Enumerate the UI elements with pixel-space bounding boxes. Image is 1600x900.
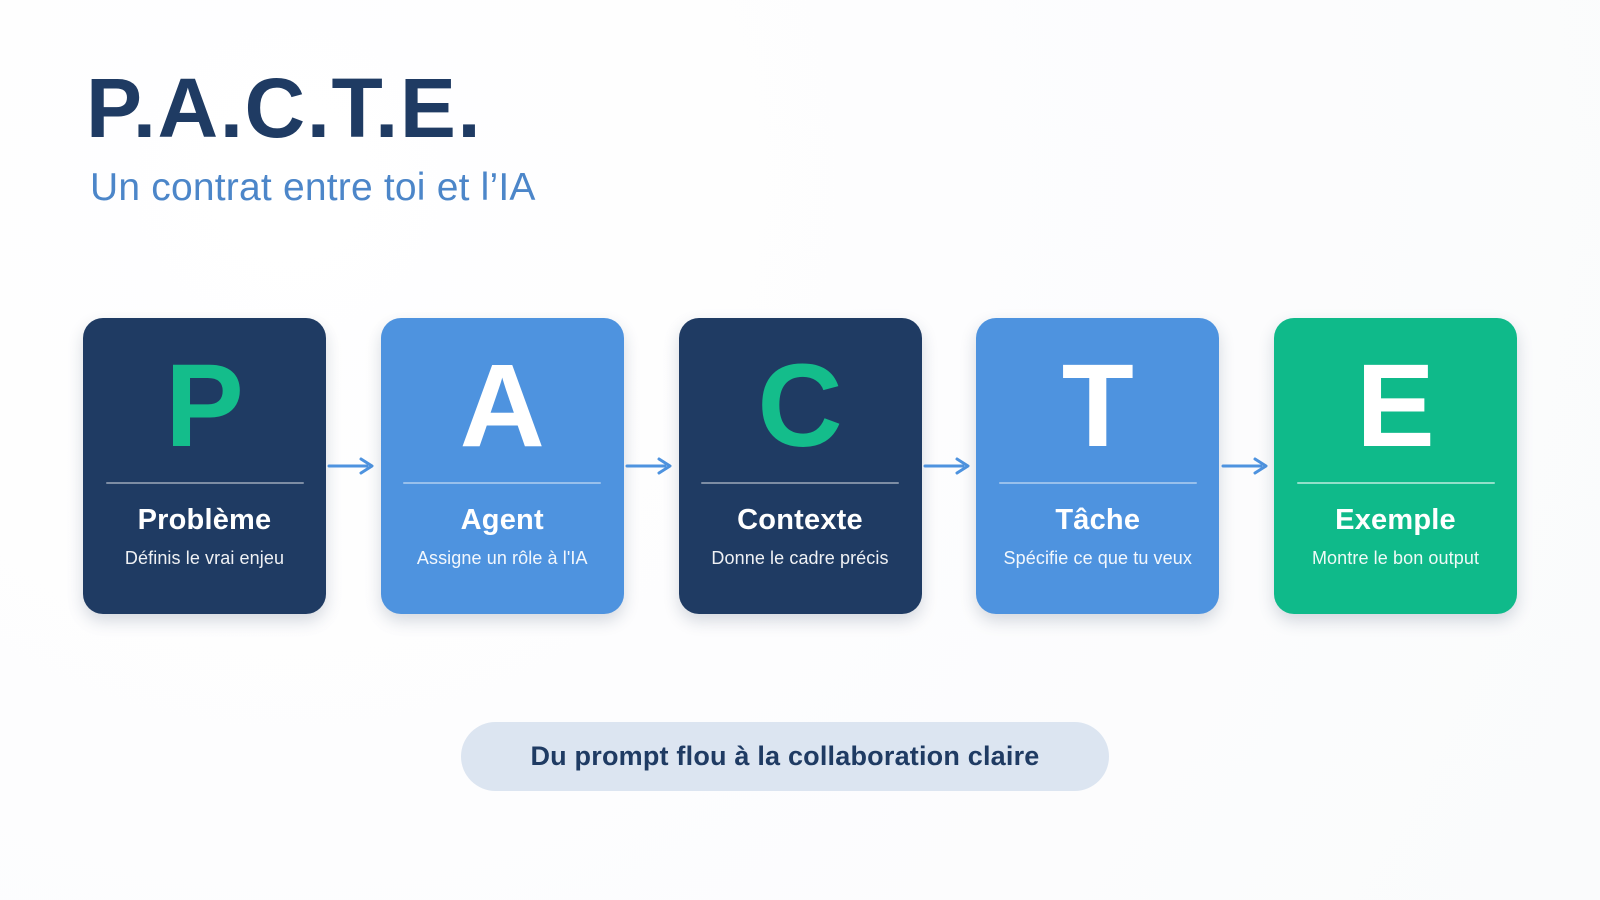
arrow-right-icon-3 (922, 318, 977, 614)
card-divider (1296, 482, 1495, 484)
card-title-exemple: Exemple (1335, 504, 1456, 536)
card-letter-a: A (459, 340, 545, 472)
arrow-right-icon-4 (1219, 318, 1274, 614)
arrow-right-icon-1 (326, 318, 381, 614)
card-title-tache: Tâche (1055, 504, 1141, 536)
header-block: P.A.C.T.E. Un contrat entre toi et l’IA (86, 66, 536, 207)
card-desc-agent: Assigne un rôle à l'IA (416, 548, 588, 568)
card-title-contexte: Contexte (737, 504, 863, 536)
page-subtitle: Un contrat entre toi et l’IA (90, 166, 536, 209)
card-letter-c: C (757, 340, 843, 472)
card-divider (998, 482, 1197, 484)
card-title-agent: Agent (460, 504, 544, 536)
card-desc-tache: Spécifie ce que tu veux (1003, 548, 1192, 568)
pacte-card-tache[interactable]: T Tâche Spécifie ce que tu veux (976, 318, 1220, 614)
card-desc-contexte: Donne le cadre précis (711, 548, 889, 568)
card-divider (701, 482, 899, 484)
pacte-card-contexte[interactable]: C Contexte Donne le cadre précis (678, 318, 922, 614)
card-letter-t: T (1061, 340, 1134, 472)
pacte-card-agent[interactable]: A Agent Assigne un rôle à l'IA (380, 318, 624, 614)
footer-tagline-pill: Du prompt flou à la collaboration claire (461, 722, 1109, 791)
card-desc-exemple: Montre le bon output (1311, 548, 1480, 568)
pacte-card-exemple[interactable]: E Exemple Montre le bon output (1274, 318, 1517, 614)
card-letter-e: E (1356, 340, 1435, 472)
card-title-probleme: Problème (137, 504, 272, 536)
page-title: P.A.C.T.E. (86, 61, 483, 155)
card-desc-probleme: Définis le vrai enjeu (124, 548, 285, 568)
pacte-card-probleme[interactable]: P Problème Définis le vrai enjeu (83, 318, 326, 614)
card-divider (403, 482, 602, 484)
pacte-cards-row: P Problème Définis le vrai enjeu A Agent… (83, 318, 1517, 614)
footer-tagline-text: Du prompt flou à la collaboration claire (530, 741, 1040, 771)
arrow-right-icon-2 (624, 318, 679, 614)
card-letter-p: P (165, 340, 244, 472)
card-divider (105, 482, 304, 484)
